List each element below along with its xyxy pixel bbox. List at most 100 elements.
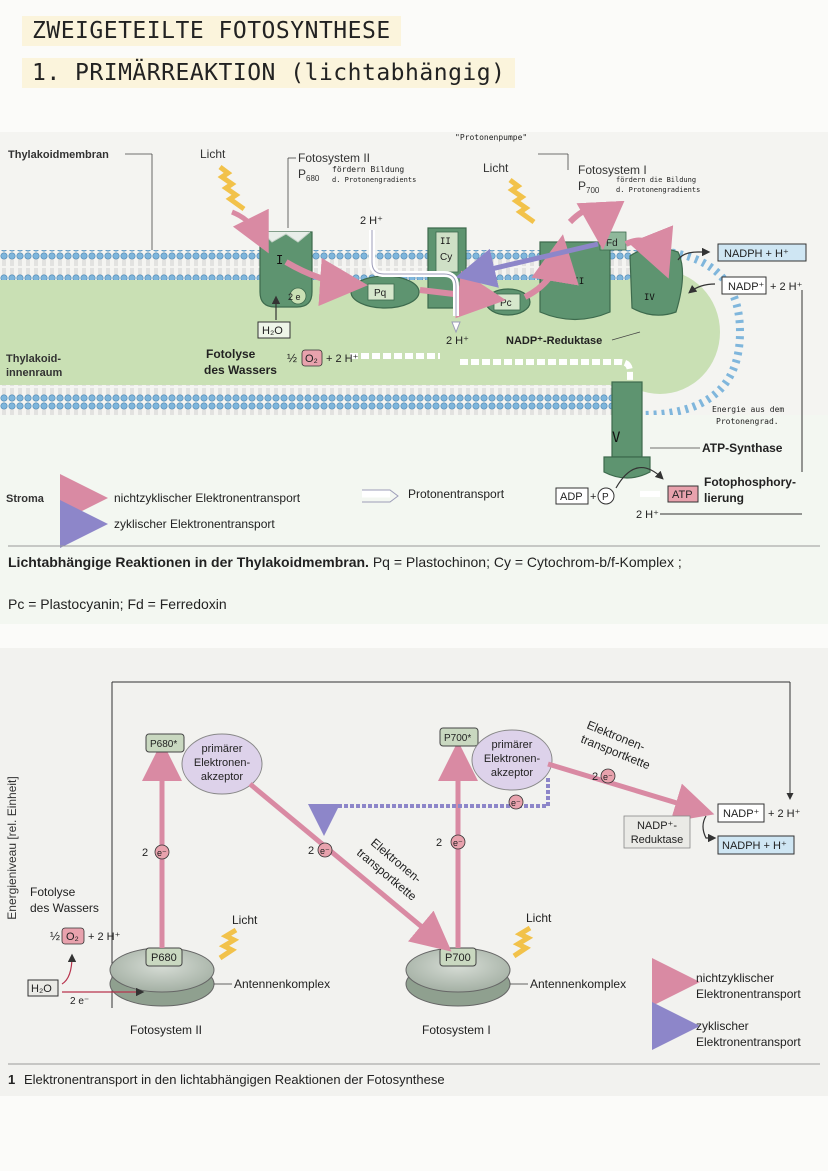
- etc-chain-1: [248, 782, 452, 952]
- label-2h-mid: 2 H⁺: [446, 335, 469, 347]
- label-ps2: Fotosystem II: [298, 151, 370, 165]
- p680star-box: [145, 733, 185, 753]
- label-h2o: H₂O: [262, 325, 283, 337]
- label-licht-1: Licht: [200, 147, 226, 161]
- label-atp-synthase: ATP-Synthase: [702, 441, 783, 455]
- marker-roman-2: II: [440, 237, 451, 247]
- z-label-plus2h: + 2 H⁺: [88, 931, 121, 943]
- label-2h-top: 2 H⁺: [360, 215, 383, 227]
- nadp-box: [721, 276, 767, 295]
- marker-roman-3: III: [568, 277, 584, 287]
- legend-protonentransport: Protonentransport: [408, 487, 505, 501]
- atp-box: [667, 485, 699, 503]
- ps2-electron: [154, 844, 170, 860]
- cyclic-electron: [508, 794, 524, 810]
- label-pc: Pc: [500, 298, 512, 309]
- z-caption: Elektronentransport in den lichtabhängig…: [24, 1072, 445, 1087]
- z-label-reduktase-1: NADP⁺-: [637, 820, 677, 832]
- label-p680star: P680*: [150, 739, 177, 750]
- label-fd: Fd: [606, 238, 618, 249]
- light-zigzag-2: [507, 178, 536, 225]
- z-label-h2o: H₂O: [31, 983, 52, 995]
- acceptor2-line3: akzeptor: [491, 767, 534, 779]
- legend-zyklisch: zyklischer Elektronentransport: [114, 517, 275, 531]
- label-pq: Pq: [374, 288, 386, 299]
- atp-synthase: [611, 381, 643, 458]
- z-label-nadp: NADP⁺: [723, 808, 760, 820]
- chain1-2e-number: 2: [308, 845, 314, 857]
- note-energie-2: Protonengrad.: [716, 417, 779, 426]
- o2-box: [301, 349, 323, 367]
- label-nadph: NADPH + H⁺: [724, 248, 789, 260]
- label-thylakoid-innenraum-1: Thylakoid-: [6, 353, 61, 365]
- z-label-o2: O₂: [66, 931, 79, 943]
- reductase-box: [623, 815, 691, 849]
- acceptor1-line3: akzeptor: [201, 771, 244, 783]
- page-subtitle: 1. PRIMÄRREAKTION (lichtabhängig): [22, 58, 516, 88]
- nadp-reductase: [629, 247, 684, 316]
- svg-text:+: +: [590, 491, 596, 503]
- label-licht-2: Licht: [483, 161, 509, 175]
- chain1-electron: [317, 842, 333, 858]
- note-ps2-1: fördern Bildung: [332, 165, 404, 174]
- lower-membrane: [0, 385, 640, 415]
- fig1-caption-line2: Pc = Plastocyanin; Fd = Ferredoxin: [8, 596, 227, 612]
- z-label-ps1: Fotosystem I: [422, 1023, 491, 1037]
- cyclic-electron-label: e⁻: [511, 798, 521, 808]
- etc-chain-2: [547, 761, 715, 822]
- note-energie-1: Energie aus dem: [712, 405, 784, 414]
- z-o2-box: [61, 927, 85, 945]
- z-label-fotolyse-2: des Wassers: [30, 901, 99, 915]
- acceptor2-line2: Elektronen-: [484, 753, 541, 765]
- acceptor2-line1: primärer: [492, 739, 533, 751]
- note-protonenpumpe: "Protonenpumpe": [455, 133, 527, 142]
- label-fotophos-2: lierung: [704, 491, 744, 505]
- page-title: ZWEIGETEILTE FOTOSYNTHESE: [22, 16, 401, 46]
- cyclic-path: [308, 778, 550, 836]
- z-h2o-box: [27, 979, 59, 997]
- label-ps1: Fotosystem I: [578, 163, 647, 177]
- z-label-fotolyse-1: Fotolyse: [30, 885, 76, 899]
- p700star-box: [439, 727, 479, 747]
- z-label-nadph: NADPH + H⁺: [722, 840, 787, 852]
- phosphate-circle: [597, 487, 615, 505]
- label-p680: P680: [298, 167, 320, 183]
- marker-roman-1: I: [276, 253, 283, 267]
- z-label-licht-1: Licht: [232, 913, 258, 927]
- label-p: P: [602, 492, 609, 503]
- legend-nichtzyklisch: nichtzyklischer Elektronentransport: [114, 491, 301, 505]
- ps1-electron: [450, 834, 466, 850]
- z-nadp-box: [717, 803, 765, 823]
- z-label-reduktase-2: Reduktase: [631, 834, 684, 846]
- thylakoid-diagram: Thylakoidmembran Licht Fotosystem II P68…: [0, 133, 828, 625]
- z-scheme-figure: Energieniveau [rel. Einheit] P680 P700 P…: [0, 648, 828, 1096]
- note-ps2-2: d. Protonengradients: [332, 176, 416, 184]
- label-o2: O₂: [305, 353, 318, 365]
- chain2-electron-label: e⁻: [603, 772, 613, 782]
- z-label-antenne-2: Antennenkomplex: [530, 977, 626, 991]
- chain1-electron-label: e⁻: [320, 846, 330, 856]
- ps2-2e-number: 2: [142, 847, 148, 859]
- label-stroma: Stroma: [6, 493, 45, 505]
- note-ps1-1: fördern die Bildung: [616, 176, 696, 184]
- z-label-ps2: Fotosystem II: [130, 1023, 202, 1037]
- label-2h-bottom: 2 H⁺: [636, 509, 659, 521]
- z-legend-z-1: zyklischer: [696, 1019, 749, 1033]
- note-ps1-2: d. Protonengradients: [616, 186, 700, 194]
- z-light-zigzag-2: [512, 925, 534, 959]
- ps1-electron-label: e⁻: [453, 838, 463, 848]
- z-legend-nz-1: nichtzyklischer: [696, 971, 774, 985]
- label-nadp-reduktase: NADP⁺-Reduktase: [506, 335, 602, 347]
- label-p700star: P700*: [444, 733, 471, 744]
- adp-box: [555, 487, 589, 505]
- ps2-electron-label: e⁻: [157, 848, 167, 858]
- nadph-box: [717, 243, 807, 262]
- y-axis-label: Energieniveau [rel. Einheit]: [5, 776, 19, 919]
- z-label-antenne-1: Antennenkomplex: [234, 977, 330, 991]
- label-fotophos-1: Fotophosphory-: [704, 475, 796, 489]
- label-adp: ADP: [560, 491, 583, 503]
- z-scheme-diagram: Energieniveau [rel. Einheit] P680 P700 P…: [5, 681, 820, 1087]
- label-fotolyse-2: des Wassers: [204, 363, 277, 377]
- fig1-caption-bold: Lichtabhängige Reaktionen in der Thylako…: [8, 554, 369, 570]
- label-nadp-h: + 2 H⁺: [770, 281, 803, 293]
